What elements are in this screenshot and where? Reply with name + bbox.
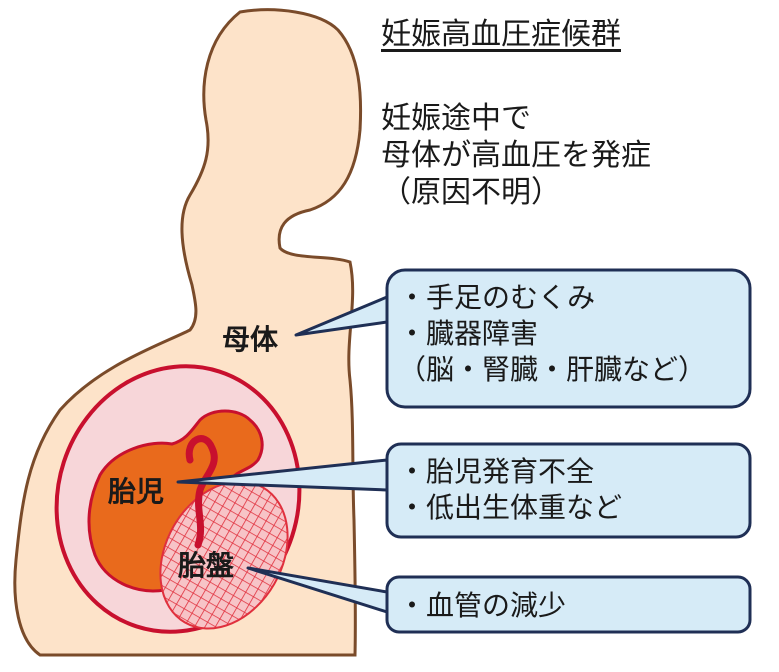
callout-line: （脳・腎臓・肝臓など） — [398, 353, 707, 386]
callout-line: ・臓器障害 — [398, 317, 539, 350]
callout-placenta: ・血管の減少 — [398, 588, 566, 624]
pointer-mother — [294, 295, 389, 337]
diagram-title: 妊娠高血圧症候群 — [381, 17, 621, 52]
summary-line: 妊娠途中で — [381, 101, 531, 136]
label-placenta: 胎盤 — [178, 549, 235, 582]
callout-mother: ・手足のむくみ ・臓器障害 （脳・腎臓・肝臓など） — [398, 280, 706, 388]
umbilical-cord — [185, 435, 218, 549]
pointer-fetus — [176, 458, 389, 492]
callout-fetus: ・胎児発育不全 ・低出生体重など — [398, 454, 622, 526]
placenta-shape — [159, 480, 289, 630]
label-mother: 母体 — [222, 323, 279, 356]
callout-line: ・低出生体重など — [398, 491, 623, 524]
summary-text: 妊娠途中で 母体が高血圧を発症 （原因不明） — [381, 100, 651, 211]
callout-box-mother — [385, 268, 752, 409]
pointer-placenta — [246, 566, 389, 614]
callout-line: ・血管の減少 — [398, 589, 567, 622]
summary-line: 母体が高血圧を発症 — [381, 138, 651, 173]
callout-line: ・手足のむくみ — [398, 281, 596, 314]
summary-line: （原因不明） — [381, 175, 561, 210]
callout-line: ・胎児発育不全 — [398, 455, 595, 488]
label-fetus: 胎児 — [108, 475, 165, 508]
